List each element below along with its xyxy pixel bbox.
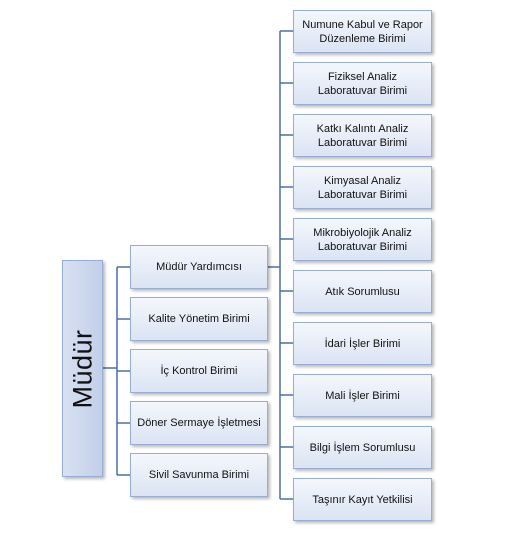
internal-control-unit-box: İç Kontrol Birimi <box>130 349 268 393</box>
sample-acceptance-unit-box: Numune Kabul ve Rapor Düzenleme Birimi <box>293 10 432 53</box>
quality-management-unit-box: Kalite Yönetim Birimi <box>130 297 268 341</box>
financial-affairs-box: Mali İşler Birimi <box>293 374 432 417</box>
additive-residue-lab-box: Katkı Kalıntı Analiz Laboratuvar Birimi <box>293 114 432 157</box>
director-box: Müdür <box>62 260 103 477</box>
deputy-director-box: Müdür Yardımcısı <box>130 245 268 289</box>
civil-defense-unit-box: Sivil Savunma Birimi <box>130 453 268 497</box>
microbiology-lab-box: Mikrobiyolojik Analiz Laboratuvar Birimi <box>293 218 432 261</box>
revolving-fund-box: Döner Sermaye İşletmesi <box>130 401 268 445</box>
it-officer-box: Bilgi İşlem Sorumlusu <box>293 426 432 469</box>
chemical-analysis-lab-box: Kimyasal Analiz Laboratuvar Birimi <box>293 166 432 209</box>
waste-officer-box: Atık Sorumlusu <box>293 270 432 313</box>
director-label: Müdür <box>67 328 97 409</box>
administrative-affairs-box: İdari İşler Birimi <box>293 322 432 365</box>
property-record-officer-box: Taşınır Kayıt Yetkilisi <box>293 478 432 521</box>
physical-analysis-lab-box: Fiziksel Analiz Laboratuvar Birimi <box>293 62 432 105</box>
